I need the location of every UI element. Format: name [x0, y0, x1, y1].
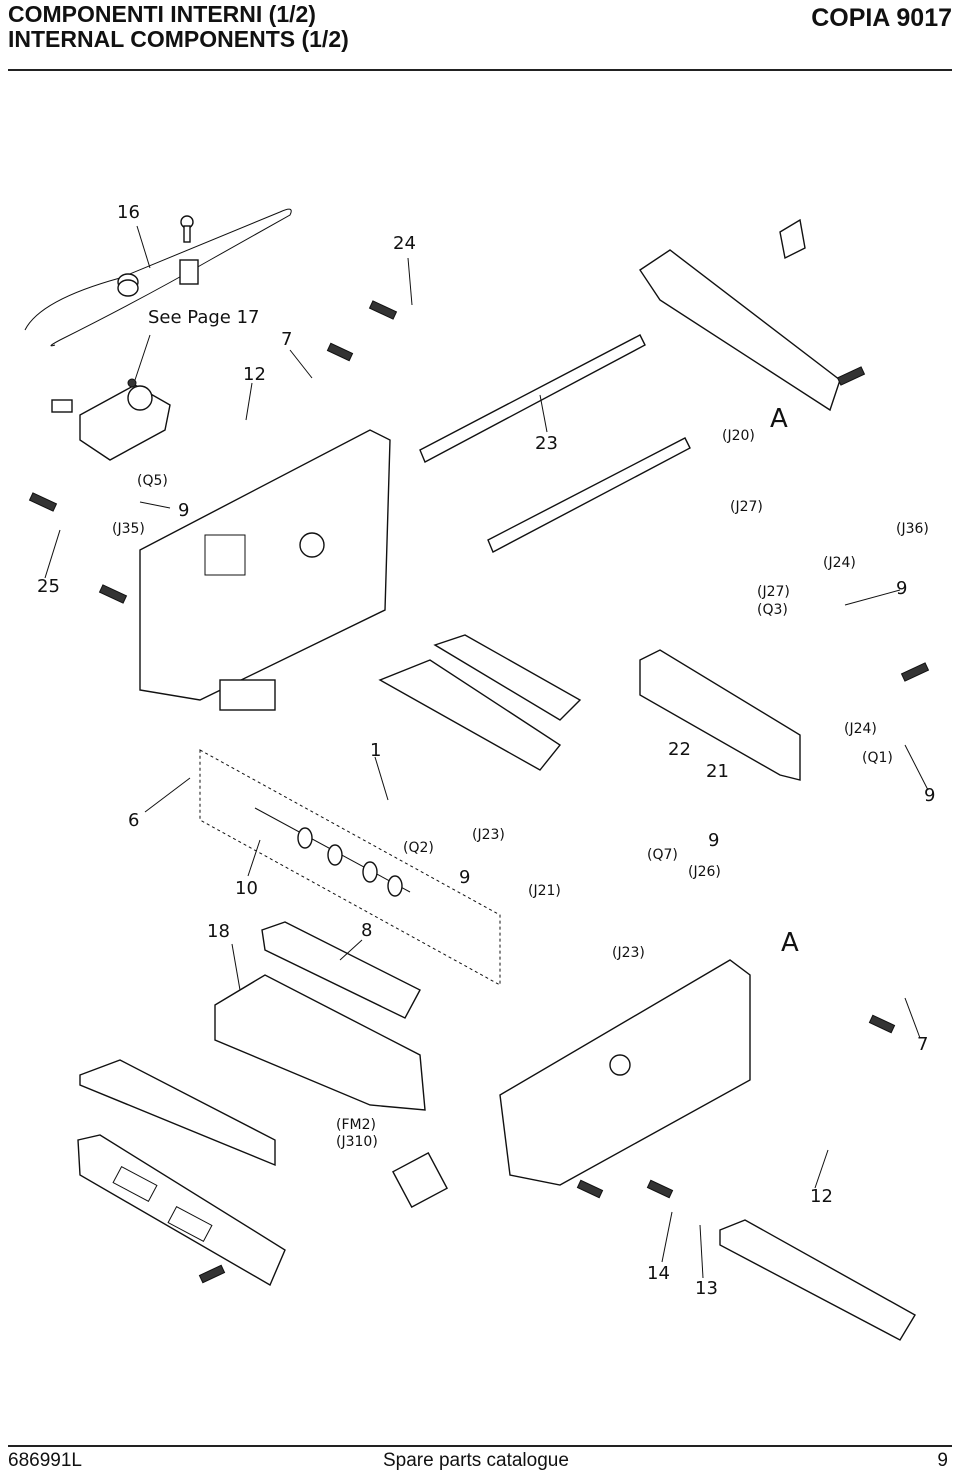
callout-7b: 7: [917, 1034, 928, 1055]
conn-q2: (Q2): [403, 840, 434, 856]
section-mark-a-bottom: A: [781, 928, 799, 958]
wire-spring-assembly: [24, 208, 292, 347]
right-rail: [639, 649, 801, 781]
callout-10: 10: [235, 878, 258, 899]
callout-14: 14: [647, 1263, 670, 1284]
callout-9c: 9: [924, 785, 935, 806]
callout-25: 25: [37, 576, 60, 597]
right-frame: [392, 959, 751, 1208]
conn-j27: (J27): [730, 499, 763, 515]
callout-12b: 12: [810, 1186, 833, 1207]
callout-24: 24: [393, 233, 416, 254]
conn-j26: (J26): [688, 864, 721, 880]
feed-roller: [199, 749, 501, 986]
title-english: INTERNAL COMPONENTS (1/2): [8, 26, 349, 52]
conn-q5: (Q5): [137, 473, 168, 489]
left-frame: [139, 429, 391, 711]
title-italian: COMPONENTI INTERNI (1/2): [8, 1, 316, 27]
screws: [28, 300, 930, 1284]
conn-j21: (J21): [528, 883, 561, 899]
model-name: COPIA 9017: [811, 4, 952, 32]
conn-j23b: (J23): [612, 945, 645, 961]
callout-1: 1: [370, 740, 381, 761]
conn-j36: (J36): [896, 521, 929, 537]
conn-q3: (Q3): [757, 602, 788, 618]
bottom-right-rail: [719, 1219, 916, 1341]
callout-22: 22: [668, 739, 691, 760]
conn-j24b: (J24): [844, 721, 877, 737]
bottom-left-plates: [77, 1059, 286, 1287]
paper-guide: [378, 634, 582, 771]
fan-duct: [214, 921, 426, 1111]
callout-13: 13: [695, 1278, 718, 1299]
conn-q1: (Q1): [862, 750, 893, 766]
see-page-note: See Page 17: [148, 307, 260, 328]
callout-9: 9: [178, 500, 189, 521]
callout-18: 18: [207, 921, 230, 942]
page-title: COMPONENTI INTERNI (1/2) INTERNAL COMPON…: [8, 2, 349, 52]
roller-shaft: [419, 218, 841, 553]
footer-caption: Spare parts catalogue: [383, 1450, 569, 1471]
conn-j23: (J23): [472, 827, 505, 843]
conn-fm2: (FM2): [336, 1117, 376, 1133]
leader-lines: [44, 225, 929, 1279]
callout-9d: 9: [708, 830, 719, 851]
callout-8: 8: [361, 920, 372, 941]
conn-j27b: (J27): [757, 584, 790, 600]
conn-j35: (J35): [112, 521, 145, 537]
callout-9b: 9: [896, 578, 907, 599]
callout-9e: 9: [459, 867, 470, 888]
motor-assembly: [51, 378, 171, 461]
footer-divider: [8, 1445, 952, 1447]
callout-6: 6: [128, 810, 139, 831]
section-mark-a-top: A: [770, 404, 788, 434]
callout-7: 7: [281, 329, 292, 350]
header-divider: [8, 69, 952, 71]
conn-j20: (J20): [722, 428, 755, 444]
conn-j24: (J24): [823, 555, 856, 571]
footer-code: 686991L: [8, 1450, 82, 1471]
conn-j310: (J310): [336, 1134, 378, 1150]
page-number: 9: [937, 1450, 948, 1471]
callout-12: 12: [243, 364, 266, 385]
callout-21: 21: [706, 761, 729, 782]
callout-16: 16: [117, 202, 140, 223]
callout-23: 23: [535, 433, 558, 454]
conn-q7: (Q7): [647, 847, 678, 863]
